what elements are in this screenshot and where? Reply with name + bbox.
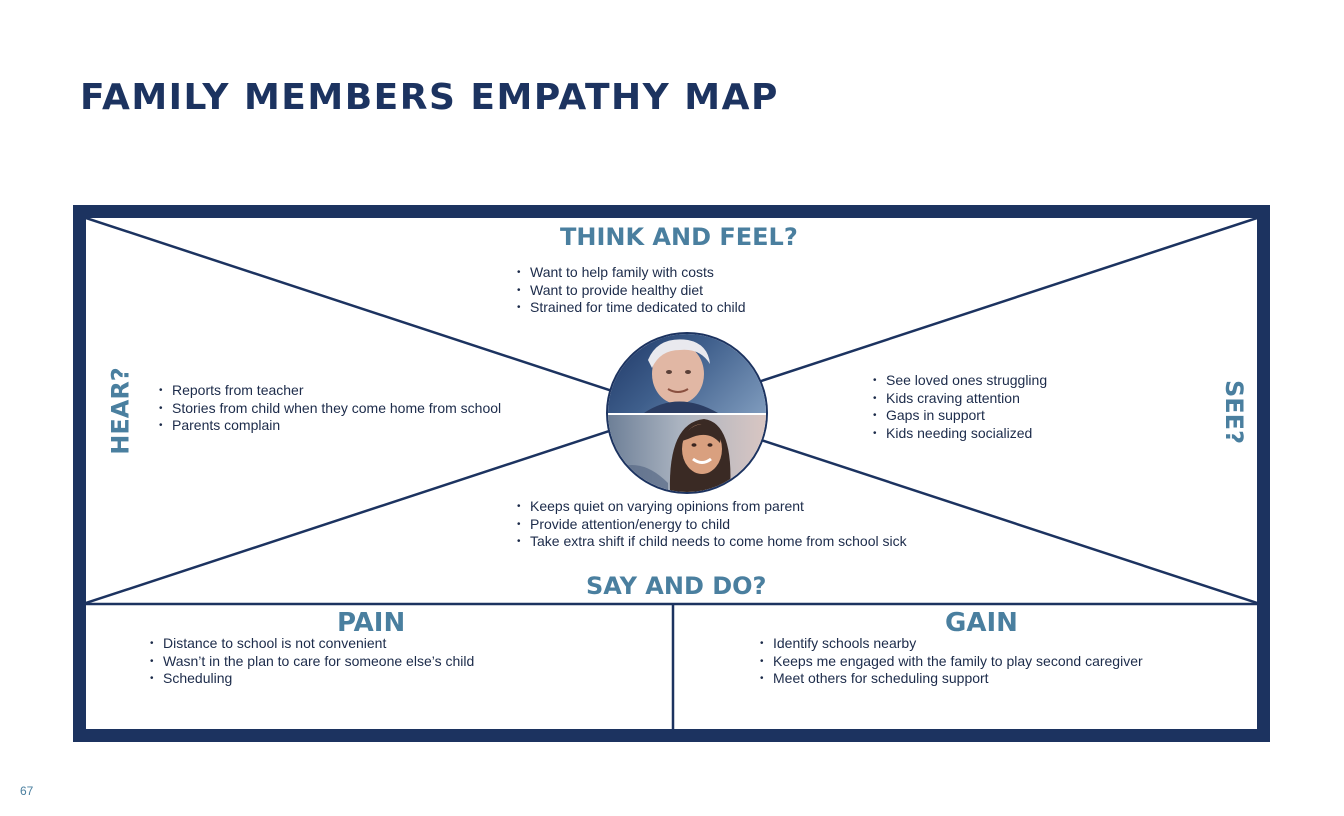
list-item: Scheduling: [150, 670, 474, 688]
list-item: Keeps quiet on varying opinions from par…: [517, 498, 907, 516]
think-and-feel-heading: THINK AND FEEL?: [560, 223, 798, 251]
list-item: Distance to school is not convenient: [150, 635, 474, 653]
see-heading: SEE?: [1220, 380, 1248, 444]
older-man-portrait: [644, 339, 718, 413]
list-item: Wasn’t in the plan to care for someone e…: [150, 653, 474, 671]
page-number: 67: [20, 784, 34, 798]
list-item: Meet others for scheduling support: [760, 670, 1143, 688]
empathy-map-frame: THINK AND FEEL? Want to help family with…: [73, 205, 1270, 742]
hear-heading: HEAR?: [106, 367, 135, 455]
list-item: Identify schools nearby: [760, 635, 1143, 653]
list-item: See loved ones struggling: [873, 372, 1047, 390]
page-title: FAMILY MEMBERS EMPATHY MAP: [80, 77, 779, 118]
list-item: Strained for time dedicated to child: [517, 299, 746, 317]
list-item: Kids needing socialized: [873, 425, 1047, 443]
hear-list: Reports from teacher Stories from child …: [159, 382, 501, 435]
say-and-do-list: Keeps quiet on varying opinions from par…: [517, 498, 907, 551]
young-woman-portrait: [608, 419, 731, 492]
pain-list: Distance to school is not convenient Was…: [150, 635, 474, 688]
gain-list: Identify schools nearby Keeps me engaged…: [760, 635, 1143, 688]
gain-heading: GAIN: [945, 608, 1018, 638]
empathy-map-canvas: THINK AND FEEL? Want to help family with…: [86, 218, 1257, 729]
say-and-do-heading: SAY AND DO?: [586, 572, 767, 600]
pain-heading: PAIN: [337, 608, 406, 638]
list-item: Kids craving attention: [873, 390, 1047, 408]
list-item: Take extra shift if child needs to come …: [517, 533, 907, 551]
list-item: Parents complain: [159, 417, 501, 435]
see-list: See loved ones struggling Kids craving a…: [873, 372, 1047, 442]
list-item: Want to help family with costs: [517, 264, 746, 282]
list-item: Provide attention/energy to child: [517, 516, 907, 534]
list-item: Stories from child when they come home f…: [159, 400, 501, 418]
persona-photo: [606, 332, 768, 494]
list-item: Want to provide healthy diet: [517, 282, 746, 300]
list-item: Reports from teacher: [159, 382, 501, 400]
list-item: Keeps me engaged with the family to play…: [760, 653, 1143, 671]
think-and-feel-list: Want to help family with costs Want to p…: [517, 264, 746, 317]
photo-divider: [608, 413, 766, 415]
list-item: Gaps in support: [873, 407, 1047, 425]
young-woman-photo: [608, 413, 766, 492]
older-man-photo: [608, 334, 766, 413]
